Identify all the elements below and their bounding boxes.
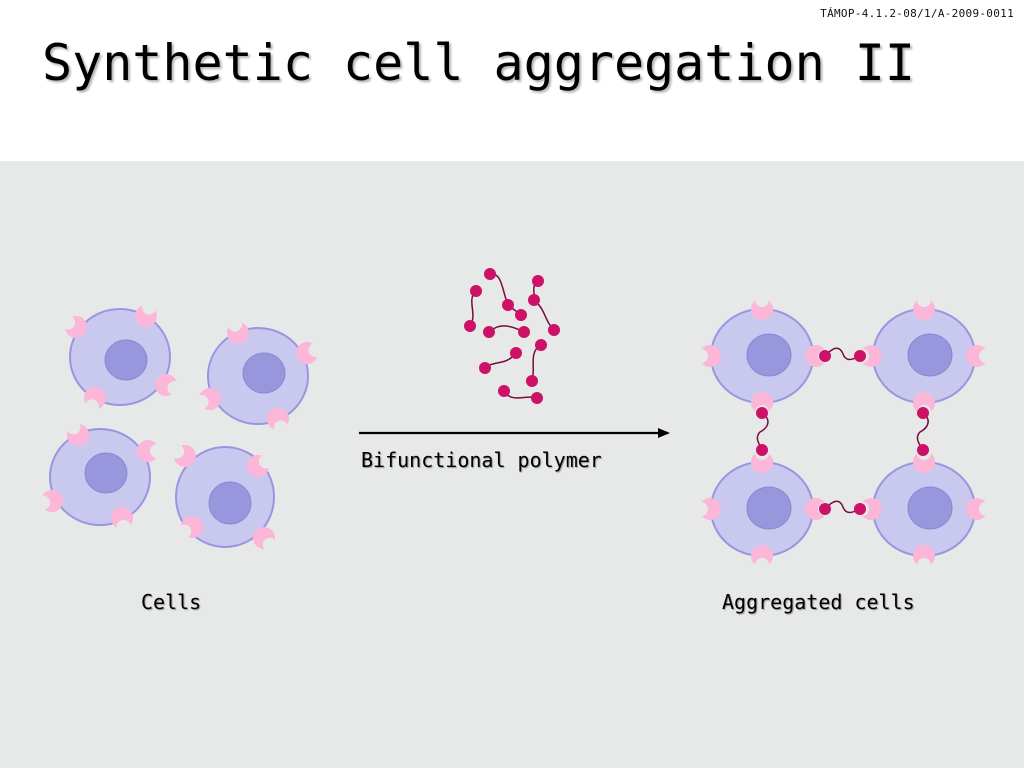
polymer-bead [502, 299, 514, 311]
receptor-icon [155, 374, 182, 396]
receptor-icon [135, 300, 157, 327]
polymer-bead [531, 392, 543, 404]
polymer-bead [756, 407, 768, 419]
free-cells [49, 308, 309, 548]
receptor-icon [253, 527, 277, 552]
polymer-bead [535, 339, 547, 351]
receptor-icon [137, 440, 164, 462]
receptor-icon [267, 408, 289, 435]
receptor-icon [36, 490, 63, 512]
receptor-icon [61, 315, 87, 338]
linker-beads [756, 350, 929, 515]
receptor-icon [177, 516, 203, 539]
receptor-icon [751, 293, 773, 320]
polymer-bead [819, 350, 831, 362]
receptor-icon [694, 345, 721, 367]
receptor-icon [694, 498, 721, 520]
cell-icon [207, 327, 309, 425]
aggregated-receptors [694, 293, 993, 572]
polymer-bead [819, 503, 831, 515]
polymer-bead [854, 503, 866, 515]
polymer-bead [483, 326, 495, 338]
polymer-bead [484, 268, 496, 280]
cell-icon [49, 428, 151, 526]
polymer-bead [510, 347, 522, 359]
receptor-icon [966, 498, 993, 520]
cell-icon [710, 461, 814, 557]
free-receptors [36, 300, 323, 552]
receptor-icon [111, 507, 133, 534]
polymer-bead [854, 350, 866, 362]
receptor-icon [227, 317, 249, 344]
slide-header: TÁMOP-4.1.2-08/1/A-2009-0011 Synthetic c… [0, 0, 1024, 161]
cells-label: Cells [141, 590, 202, 614]
cell-icon [710, 308, 814, 404]
cell-icon [872, 308, 976, 404]
polymer-bead [917, 407, 929, 419]
receptor-icon [913, 293, 935, 320]
receptor-icon [247, 454, 273, 477]
receptor-icon [913, 545, 935, 572]
cell-icon [872, 461, 976, 557]
polymer-beads [464, 268, 560, 404]
receptor-icon [296, 342, 323, 364]
polymer-bead [528, 294, 540, 306]
polymer-bead [526, 375, 538, 387]
aggregated-cells [710, 308, 976, 557]
diagram-area [0, 161, 1024, 768]
project-code: TÁMOP-4.1.2-08/1/A-2009-0011 [820, 7, 1014, 20]
cell-icon [69, 308, 171, 406]
polymer-bead [498, 385, 510, 397]
polymer-bead [518, 326, 530, 338]
polymer-bead [464, 320, 476, 332]
slide-title: Synthetic cell aggregation II [42, 34, 915, 92]
polymer-icon [469, 273, 555, 399]
receptor-icon [966, 345, 993, 367]
receptor-icon [66, 420, 89, 446]
polymer-bead [479, 362, 491, 374]
polymer-bead [917, 444, 929, 456]
polymer-bead [515, 309, 527, 321]
receptor-icon [194, 388, 221, 410]
receptor-icon [170, 444, 196, 467]
receptor-icon [84, 387, 106, 414]
bifunctional-polymer-label: Bifunctional polymer [361, 448, 602, 472]
polymer-bead [532, 275, 544, 287]
aggregated-cells-label: Aggregated cells [722, 590, 915, 614]
polymer-bead [756, 444, 768, 456]
polymer-bead [548, 324, 560, 336]
receptor-icon [751, 545, 773, 572]
polymer-bead [470, 285, 482, 297]
